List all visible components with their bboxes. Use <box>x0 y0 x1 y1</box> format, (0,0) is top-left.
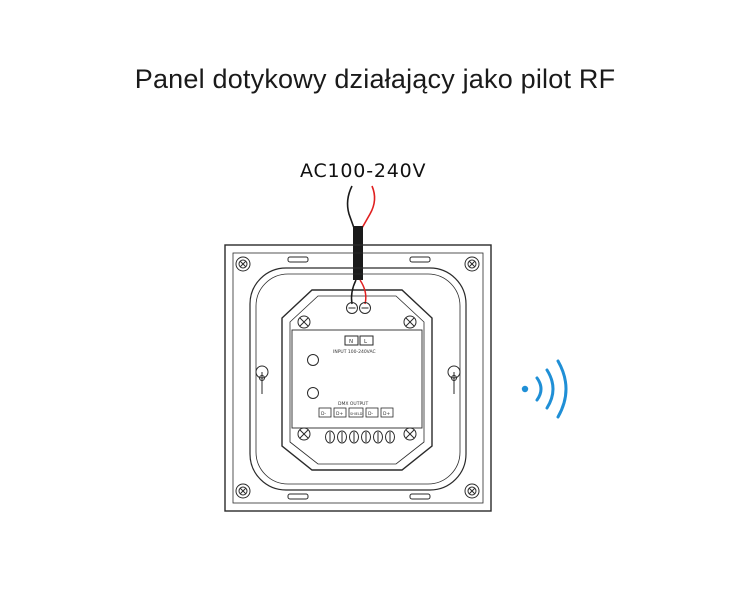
input-rating-label: INPUT 100-240VAC <box>333 349 376 355</box>
controller-module <box>281 289 433 471</box>
terminal-label-l: L <box>364 339 368 345</box>
supply-voltage-label: AC100-240V <box>300 160 427 182</box>
module-wires <box>350 279 367 305</box>
output-terminal-labels <box>318 407 394 418</box>
output-terminal-4: D- <box>368 411 373 417</box>
diagram-title: Panel dotykowy działający jako pilot RF <box>134 64 616 94</box>
output-terminal-block <box>325 430 395 444</box>
rf-signal-icon <box>521 359 568 419</box>
output-terminal-2: D+ <box>336 411 343 417</box>
terminal-label-n: N <box>349 339 353 345</box>
module-screws <box>297 315 417 441</box>
mounting-slots <box>255 256 461 500</box>
module-buttons <box>307 354 319 399</box>
supply-wires <box>346 185 376 229</box>
input-terminal-block <box>344 302 374 346</box>
output-terminal-1: D- <box>321 411 326 417</box>
output-terminal-3: SHIELD <box>350 412 363 416</box>
wall-panel <box>224 244 492 512</box>
output-label: DMX OUTPUT <box>338 401 368 407</box>
output-terminal-5: D+ <box>383 411 390 417</box>
corner-screws <box>235 256 480 499</box>
